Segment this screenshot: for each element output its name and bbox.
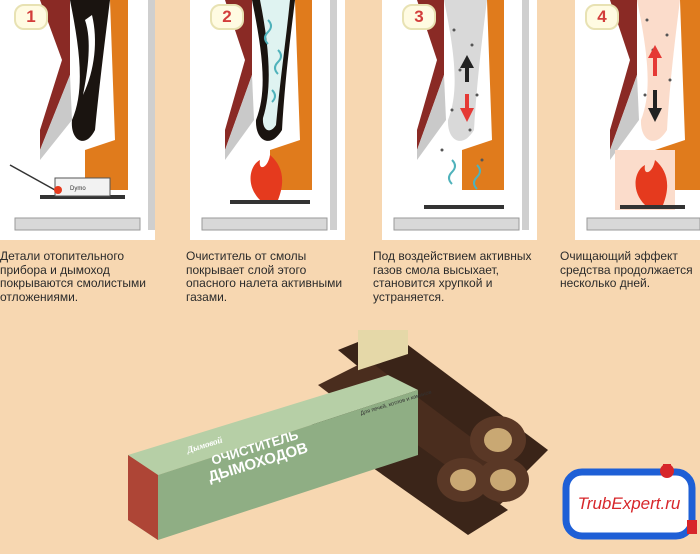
- step-1-number: 1: [14, 4, 48, 30]
- step-1-illustration: Dymo 1: [0, 0, 160, 245]
- svg-text:Dymo: Dymo: [70, 186, 86, 192]
- product-image: Дымовой ОЧИСТИТЕЛЬ ДЫМОХОДОВ Для печей, …: [128, 299, 548, 545]
- step-2-illustration: 2: [190, 0, 350, 245]
- trubexpert-logo[interactable]: TrubExpert.ru: [560, 462, 700, 554]
- step-4-number: 4: [585, 4, 619, 30]
- logo-text: TrubExpert.ru: [578, 494, 681, 513]
- step-3-number: 3: [402, 4, 436, 30]
- step-1-caption: Детали отопительного прибора и дымоход п…: [0, 249, 147, 304]
- step-2-caption: Очиститель от смолы покрывает слой этого…: [186, 249, 343, 304]
- step-3-illustration: 3: [382, 0, 542, 245]
- step-3-caption: Под воздействием активных газов смола вы…: [373, 249, 532, 304]
- step-2-number: 2: [210, 4, 244, 30]
- step-4-illustration: 4: [575, 0, 700, 245]
- step-4-caption: Очищающий эффект средства продолжается н…: [560, 249, 693, 291]
